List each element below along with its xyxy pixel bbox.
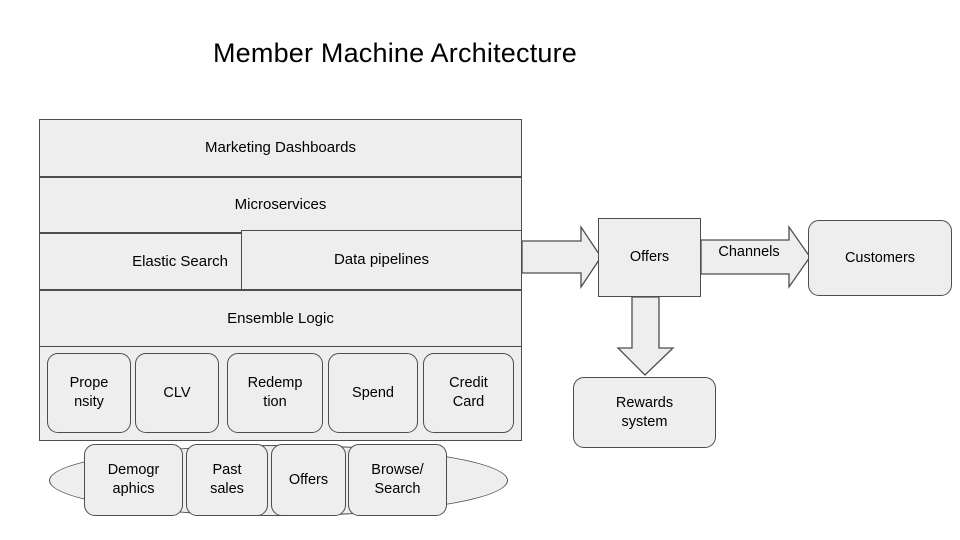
layer-marketing-dashboards[interactable]: Marketing Dashboards	[39, 119, 522, 177]
node-rewards-system[interactable]: Rewards system	[573, 377, 716, 448]
model-label: CLV	[163, 384, 191, 401]
model-box-propensity[interactable]: Prope nsity	[47, 353, 131, 433]
node-label: Rewards system	[615, 394, 674, 430]
node-offers[interactable]: Offers	[598, 218, 701, 297]
data-source-label: Offers	[288, 471, 329, 488]
model-label: Spend	[352, 384, 394, 401]
arrow-stack-to-offers	[521, 224, 602, 290]
node-label: Customers	[844, 249, 916, 266]
layer-data-pipelines[interactable]: Data pipelines	[241, 230, 522, 290]
layer-label: Microservices	[234, 196, 327, 214]
model-box-spend[interactable]: Spend	[328, 353, 418, 433]
model-label: Prope nsity	[69, 375, 109, 410]
node-customers[interactable]: Customers	[808, 220, 952, 296]
data-source-label: Past sales	[210, 462, 244, 497]
data-source-offers[interactable]: Offers	[271, 444, 346, 516]
data-source-label: Browse/ Search	[371, 462, 424, 497]
model-box-clv[interactable]: CLV	[135, 353, 219, 433]
data-source-label: Demogr aphics	[107, 462, 160, 497]
model-box-credit-card[interactable]: Credit Card	[423, 353, 514, 433]
diagram-title: Member Machine Architecture	[212, 38, 578, 68]
node-label: Offers	[629, 249, 670, 266]
arrow-offers-to-rewards	[616, 296, 675, 376]
layer-microservices[interactable]: Microservices	[39, 177, 522, 233]
model-box-redemption[interactable]: Redemp tion	[227, 353, 323, 433]
data-source-demographics[interactable]: Demogr aphics	[84, 444, 183, 516]
layer-ensemble-logic[interactable]: Ensemble Logic	[39, 290, 522, 347]
layer-label: Elastic Search	[132, 252, 228, 270]
layer-label: Ensemble Logic	[227, 309, 334, 327]
layer-label: Marketing Dashboards	[205, 139, 356, 157]
model-label: Redemp tion	[247, 375, 303, 410]
data-source-browse-search[interactable]: Browse/ Search	[348, 444, 447, 516]
model-label: Credit Card	[449, 375, 488, 410]
data-source-past-sales[interactable]: Past sales	[186, 444, 268, 516]
arrow-label-channels: Channels	[718, 244, 780, 260]
layer-label: Data pipelines	[333, 251, 430, 269]
